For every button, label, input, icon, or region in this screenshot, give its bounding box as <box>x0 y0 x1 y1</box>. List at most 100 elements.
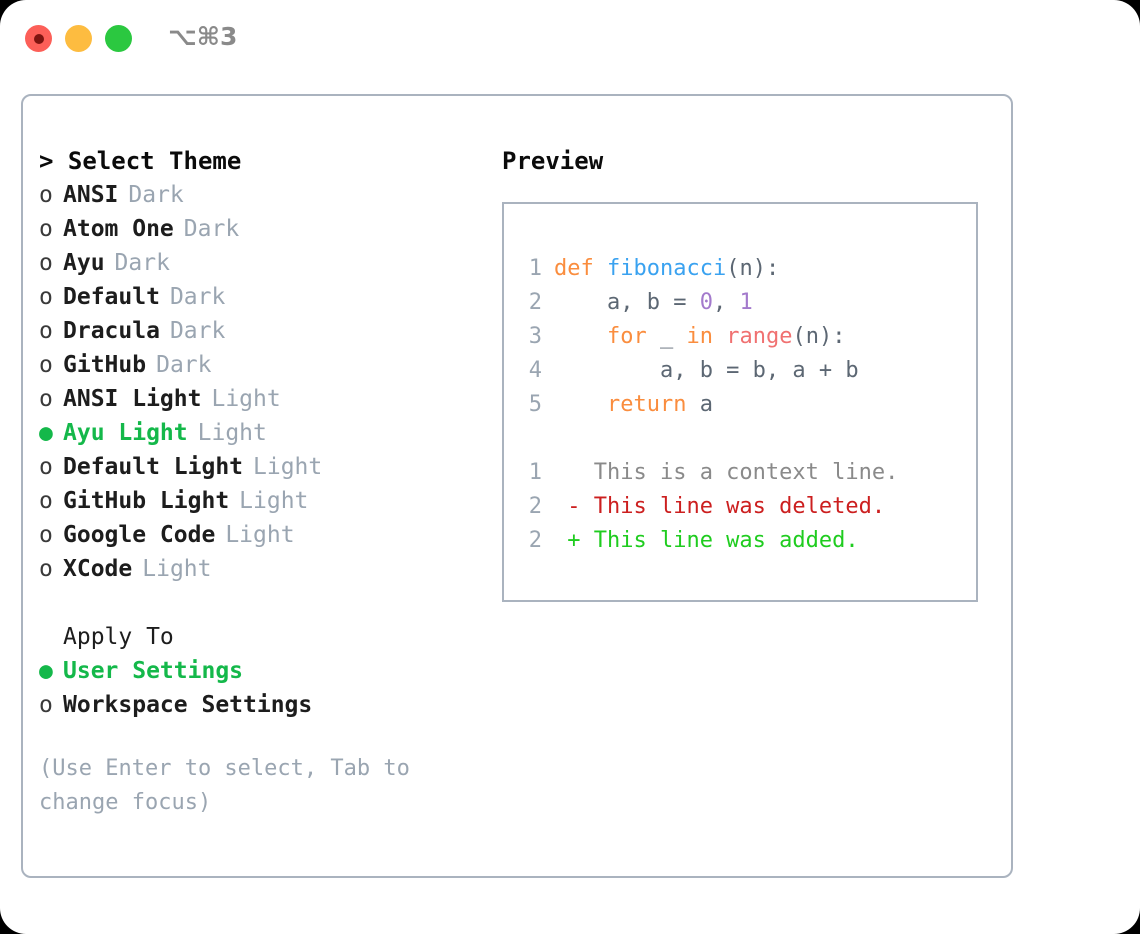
close-button[interactable] <box>25 25 52 52</box>
radio-selected-icon: ● <box>39 658 53 684</box>
code-token: return <box>606 392 687 417</box>
code-token: fibonacci <box>606 256 727 281</box>
theme-option-label: GitHub <box>63 352 147 378</box>
diff-line-text: + This line was added. <box>554 528 859 553</box>
theme-option-tag: Light <box>142 556 212 582</box>
apply-to-option-label: Workspace Settings <box>63 692 313 718</box>
theme-option-github-light[interactable]: o GitHub Light Light <box>39 484 499 518</box>
record-dot-icon <box>33 33 44 44</box>
theme-option-tag: Light <box>197 420 267 446</box>
minimize-button[interactable] <box>65 25 92 52</box>
apply-to-option-label: User Settings <box>63 658 244 684</box>
code-token: for <box>606 324 647 349</box>
line-number: 2 <box>528 494 542 519</box>
theme-option-label: XCode <box>63 556 133 582</box>
line-number: 1 <box>528 256 542 281</box>
theme-option-tag: Dark <box>169 318 226 344</box>
apply-to-option-workspace-settings[interactable]: o Workspace Settings <box>39 688 499 722</box>
line-number: 5 <box>528 392 542 417</box>
diff-line-text: - This line was deleted. <box>554 494 886 519</box>
theme-option-label: Default <box>63 284 160 310</box>
code-token: a, b = <box>554 290 700 315</box>
apply-to-heading: Apply To <box>63 624 174 650</box>
line-number: 4 <box>528 358 542 383</box>
theme-option-label: ANSI Light <box>63 386 202 412</box>
select-theme-heading: > Select Theme <box>39 147 242 175</box>
code-diff-separator <box>520 422 898 456</box>
code-token: a, b = b, a + b <box>554 358 859 383</box>
theme-option-label: Atom One <box>63 216 174 242</box>
radio-unselected-icon: o <box>39 352 53 378</box>
radio-unselected-icon: o <box>39 182 53 208</box>
radio-unselected-icon: o <box>39 386 53 412</box>
title-bar: ⌥⌘3 <box>0 0 1140 78</box>
code-token: _ <box>646 324 687 349</box>
code-line: 4 a, b = b, a + b <box>520 354 898 388</box>
code-line: 3 for _ in range(n): <box>520 320 898 354</box>
line-number: 1 <box>528 460 542 485</box>
line-number: 2 <box>528 528 542 553</box>
radio-unselected-icon: o <box>39 692 53 718</box>
maximize-button[interactable] <box>105 25 132 52</box>
code-token: range <box>726 324 793 349</box>
theme-option-ansi-light[interactable]: o ANSI Light Light <box>39 382 499 416</box>
window-controls <box>25 25 132 52</box>
apply-to-list[interactable]: ● User Settings o Workspace Settings <box>39 654 499 722</box>
keyboard-shortcut-label: ⌥⌘3 <box>168 22 238 51</box>
code-token: def <box>554 256 607 281</box>
radio-unselected-icon: o <box>39 488 53 514</box>
diff-line: 2 - This line was deleted. <box>520 490 898 524</box>
theme-option-tag: Dark <box>183 216 240 242</box>
theme-option-label: GitHub Light <box>63 488 230 514</box>
theme-option-tag: Light <box>253 454 323 480</box>
code-token: 0 <box>699 290 713 315</box>
diff-line: 2 + This line was added. <box>520 524 898 558</box>
code-token: , <box>712 290 740 315</box>
apply-to-marker-placeholder: o <box>39 620 63 654</box>
diff-line: 1 This is a context line. <box>520 456 899 490</box>
code-token: in <box>686 324 713 349</box>
code-token: (n): <box>792 324 846 349</box>
theme-option-tag: Dark <box>114 250 170 276</box>
theme-option-label: Ayu Light <box>63 420 188 446</box>
apply-to-option-user-settings[interactable]: ● User Settings <box>39 654 499 688</box>
theme-option-xcode[interactable]: o XCode Light <box>39 552 499 586</box>
theme-option-label: Default Light <box>63 454 244 480</box>
code-token: 1 <box>739 290 753 315</box>
theme-option-tag: Light <box>211 386 281 412</box>
radio-unselected-icon: o <box>39 216 53 242</box>
radio-unselected-icon: o <box>39 318 53 344</box>
diff-line-text: This is a context line. <box>554 460 899 485</box>
keyboard-hint-text: (Use Enter to select, Tab to change focu… <box>39 756 424 815</box>
code-token <box>554 392 607 417</box>
theme-option-tag: Dark <box>169 284 226 310</box>
line-number: 3 <box>528 324 542 349</box>
code-token: a <box>686 392 713 417</box>
code-token <box>554 324 607 349</box>
theme-option-tag: Light <box>225 522 295 548</box>
theme-option-atom-one[interactable]: o Atom One Dark <box>39 212 499 246</box>
radio-unselected-icon: o <box>39 250 53 276</box>
code-line: 5 return a <box>520 388 898 422</box>
code-line: 2 a, b = 0, 1 <box>520 286 898 320</box>
list-spacer <box>39 586 499 620</box>
preview-heading: Preview <box>502 147 604 175</box>
line-number: 2 <box>528 290 542 315</box>
theme-option-tag: Light <box>239 488 309 514</box>
code-token <box>713 324 726 349</box>
radio-unselected-icon: o <box>39 556 53 582</box>
